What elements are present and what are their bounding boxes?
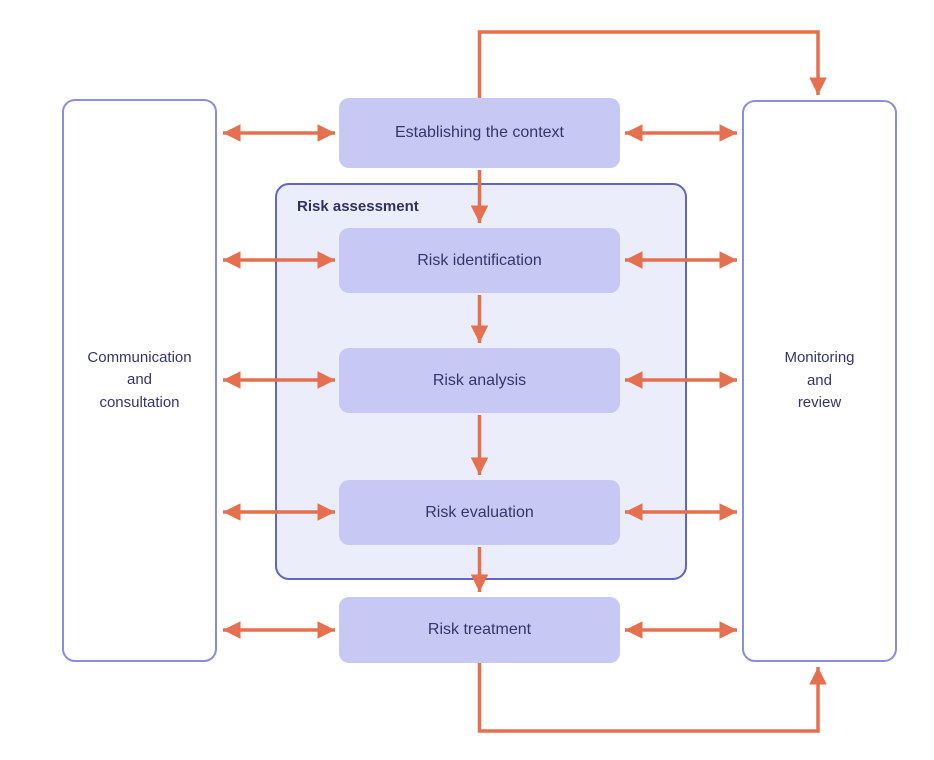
arrow-treatment-to-monitoring-bottom	[477, 663, 827, 733]
risk-evaluation-label: Risk evaluation	[425, 503, 534, 521]
risk-analysis-box: Risk analysis	[339, 348, 620, 413]
risk-identification-box: Risk identification	[339, 228, 620, 293]
monitoring-review-label: Monitoring and review	[784, 349, 855, 412]
risk-treatment-box: Risk treatment	[339, 597, 620, 663]
communication-consultation-label: Communication and consultation	[87, 348, 192, 411]
monitoring-review-box: Monitoring and review	[742, 100, 897, 662]
risk-treatment-label: Risk treatment	[427, 621, 532, 638]
establishing-context-box: Establishing the context	[339, 98, 620, 168]
risk-analysis-label: Risk analysis	[432, 371, 527, 389]
communication-consultation-box: Communication and consultation	[62, 99, 217, 662]
risk-assessment-group-label: Risk assessment	[297, 198, 419, 215]
risk-evaluation-box: Risk evaluation	[339, 480, 620, 545]
risk-identification-label: Risk identification	[417, 251, 542, 269]
establishing-context-label: Establishing the context	[395, 124, 564, 141]
arrow-context-to-monitoring-top	[477, 30, 827, 98]
